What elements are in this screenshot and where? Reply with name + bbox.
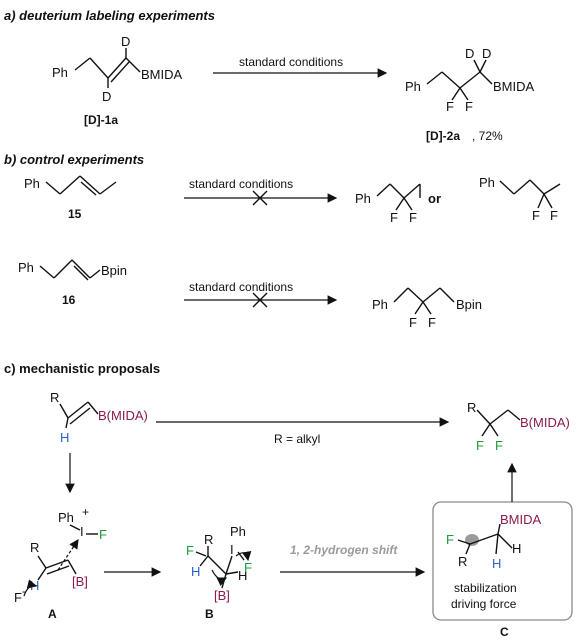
product-difluoro-bmida: R F F B(MIDA) xyxy=(467,400,570,453)
ph-label: Ph xyxy=(230,524,246,539)
hydrogen-label: H xyxy=(191,564,200,579)
boron-label: [B] xyxy=(214,588,230,603)
deuterium-label: D xyxy=(482,46,491,61)
substrate-alkenyl-bmida: R H B(MIDA) xyxy=(50,390,148,445)
r-label: R xyxy=(204,532,213,547)
hydrogen-label: H xyxy=(238,568,247,583)
ph-label: Ph xyxy=(18,260,34,275)
hydrogen-label: H xyxy=(60,430,69,445)
ph-label: Ph xyxy=(24,176,40,191)
section-a-title: a) deuterium labeling experiments xyxy=(4,8,215,23)
fluorine-label: F xyxy=(186,543,194,558)
or-label: or xyxy=(428,191,441,206)
compound-label: [D]-1a xyxy=(84,113,118,127)
fluorine-label: F xyxy=(532,208,540,223)
deuterium-label: D xyxy=(102,89,111,104)
bpin-label: Bpin xyxy=(101,263,127,278)
compound-16: Ph Bpin 16 xyxy=(18,259,127,307)
plus-charge: + xyxy=(82,505,89,519)
empty-orbital xyxy=(465,534,479,546)
compound-d2a: Ph D D F F BMIDA [D]-2a , 72% xyxy=(405,46,535,143)
fluorine-label: F xyxy=(550,208,558,223)
fluorine-label: F xyxy=(409,210,417,225)
fluorine-label: F xyxy=(446,532,454,547)
bmida-label: BMIDA xyxy=(141,67,183,82)
ph-label: Ph xyxy=(372,297,388,312)
intermediate-label: A xyxy=(48,607,57,621)
driving-force-label: driving force xyxy=(451,597,517,611)
intermediate-c: F R BMIDA H H stabilization driving forc… xyxy=(446,512,542,611)
fluorine-label: F xyxy=(428,315,436,330)
conditions-label: standard conditions xyxy=(239,55,343,69)
compound-label: [D]-2a xyxy=(426,129,460,143)
fluorine-label: F xyxy=(476,438,484,453)
boron-label: [B] xyxy=(72,574,88,589)
ph-label: Ph xyxy=(479,175,495,190)
section-b-title: b) control experiments xyxy=(4,152,144,167)
hydrogen-label: H xyxy=(512,541,521,556)
intermediate-c-box xyxy=(432,501,573,621)
fluorine-label: F xyxy=(99,527,107,542)
product-gem-difluoro-1: Ph F F xyxy=(355,183,421,225)
fluorine-label: F xyxy=(446,99,454,114)
fluorine-label: F xyxy=(465,99,473,114)
bmida-label: B(MIDA) xyxy=(520,415,570,430)
intermediate-label: B xyxy=(205,607,214,621)
conditions-label: standard conditions xyxy=(189,177,293,191)
iodine-label: I xyxy=(80,524,84,539)
hydrogen-shift-label: 1, 2-hydrogen shift xyxy=(290,543,398,557)
bmida-label: BMIDA xyxy=(500,512,542,527)
bpin-label: Bpin xyxy=(456,297,482,312)
r-label: R xyxy=(458,554,467,569)
section-c-title: c) mechanistic proposals xyxy=(4,361,160,376)
intermediate-a: Ph + I F R H [B] F - A xyxy=(14,505,107,621)
compound-label: 15 xyxy=(68,207,82,221)
r-label: R xyxy=(467,400,476,415)
deuterium-label: D xyxy=(121,34,130,49)
compound-label: 16 xyxy=(62,293,76,307)
stabilization-label: stabilization xyxy=(454,581,517,595)
product-difluoro-bpin: Ph F F Bpin xyxy=(372,287,482,330)
fluorine-label: F xyxy=(244,560,252,575)
conditions-label: standard conditions xyxy=(189,280,293,294)
r-label: R xyxy=(50,390,59,405)
fluorine-label: F xyxy=(409,315,417,330)
hydrogen-label: H xyxy=(492,556,501,571)
intermediate-label: C xyxy=(500,625,509,639)
ph-label: Ph xyxy=(355,191,371,206)
yield-label: , 72% xyxy=(472,129,503,143)
bmida-label: BMIDA xyxy=(493,79,535,94)
compound-15: Ph 15 xyxy=(24,175,117,221)
r-alkyl-label: R = alkyl xyxy=(274,432,320,446)
ph-label: Ph xyxy=(58,510,74,525)
iodine-label: I xyxy=(230,542,234,557)
product-gem-difluoro-2: Ph F F xyxy=(479,175,561,223)
fluorine-label: F xyxy=(495,438,503,453)
r-label: R xyxy=(30,540,39,555)
deuterium-label: D xyxy=(465,46,474,61)
bmida-label: B(MIDA) xyxy=(98,408,148,423)
fluoride-label: F xyxy=(14,590,22,605)
ph-label: Ph xyxy=(52,65,68,80)
intermediate-b: R F H [B] H I Ph F B xyxy=(186,524,252,621)
compound-d1a: Ph D D BMIDA [D]-1a xyxy=(52,34,183,127)
minus-charge: - xyxy=(22,584,26,598)
fluorine-label: F xyxy=(390,210,398,225)
ph-label: Ph xyxy=(405,79,421,94)
